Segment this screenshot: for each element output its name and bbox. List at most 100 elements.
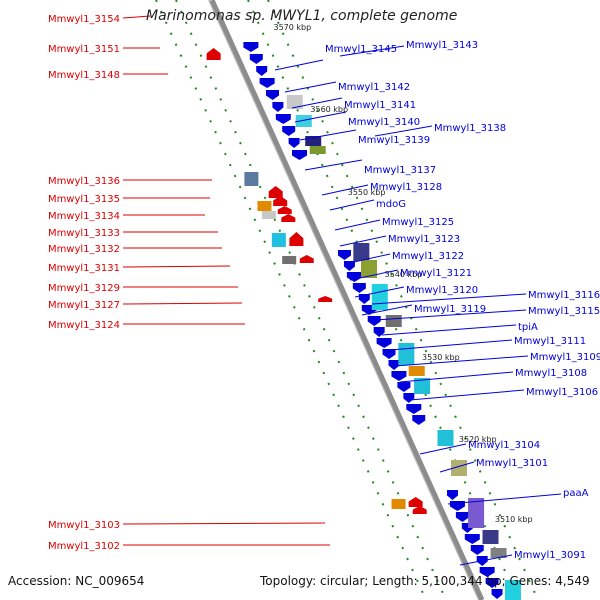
gene-arrow [412, 506, 427, 514]
leader-line [349, 269, 399, 281]
gene-arrow [455, 512, 469, 522]
gene-box [244, 172, 259, 186]
gene-arrow [464, 534, 480, 544]
gene-arrow [391, 371, 407, 381]
gene-label: Mmwyl1_3148 [48, 70, 120, 81]
gene-arrow [275, 114, 291, 124]
gene-label: tpiA [518, 322, 538, 333]
gene-arrow [256, 66, 268, 76]
gene-box [482, 530, 499, 544]
leader-line [361, 304, 413, 316]
gene-box [257, 201, 272, 211]
gene-label: Mmwyl1_3128 [370, 182, 442, 193]
gene-arrow [259, 78, 275, 88]
gene-arrow [382, 349, 396, 359]
gene-arrow [367, 316, 381, 326]
leader-line [294, 111, 347, 123]
gene-label: Mmwyl1_3133 [48, 228, 120, 239]
gene-arrow [470, 545, 484, 555]
leader-line [389, 339, 513, 351]
gene-label: Mmwyl1_3111 [514, 336, 586, 347]
gene-arrow [273, 196, 288, 206]
gene-arrow [491, 589, 503, 599]
gene-label: Mmwyl1_3108 [515, 368, 587, 379]
gene-label: Mmwyl1_3131 [48, 263, 120, 274]
gene-box [261, 211, 276, 219]
leader-line [371, 293, 527, 305]
gene-label: Mmwyl1_3143 [406, 40, 478, 51]
gene-box [451, 460, 467, 476]
gene-arrow [281, 214, 296, 222]
gene-label: Mmwyl1_3145 [325, 44, 397, 55]
gene-arrow [358, 294, 370, 304]
gene-box [398, 343, 415, 365]
tick-track [267, 0, 539, 600]
gene-box [282, 256, 297, 264]
gene-box [371, 284, 388, 310]
leader-line [447, 493, 562, 505]
gene-arrow [299, 255, 314, 263]
gene-arrow [373, 327, 385, 337]
gene-box [414, 378, 431, 394]
gene-arrow [249, 54, 263, 64]
gene-arrow [376, 338, 392, 348]
gene-label: Mmwyl1_3120 [406, 285, 478, 296]
leader-line [339, 235, 387, 247]
gene-label: Mmwyl1_3101 [476, 458, 548, 469]
leader-line [122, 265, 231, 268]
gene-box [286, 95, 303, 109]
gene-box [437, 430, 454, 446]
gene-box [353, 243, 370, 261]
gene-arrow [243, 42, 259, 52]
gene-label: Mmwyl1_3141 [344, 100, 416, 111]
leader-line [334, 219, 381, 231]
gene-box [505, 580, 521, 600]
leader-line [374, 309, 527, 321]
gene-arrow [447, 490, 458, 500]
gene-arrow [292, 150, 307, 160]
leader-line [122, 522, 326, 525]
gene-label: Mmwyl1_3123 [388, 234, 460, 245]
gene-label: Mmwyl1_3136 [48, 176, 120, 187]
gene-arrow [338, 250, 351, 260]
scale-label: 3560 kbp [310, 105, 348, 114]
topology-text: Topology: circular; Length: 5,100,344 bp… [260, 574, 590, 588]
gene-arrow [266, 90, 279, 100]
gene-label: Mmwyl1_3154 [48, 14, 120, 25]
gene-label: Mmwyl1_3134 [48, 211, 120, 222]
leader-line [291, 97, 343, 109]
leader-line [339, 45, 405, 57]
map-title: Marinomonas sp. MWYL1, complete genome [146, 8, 458, 24]
gene-label: Mmwyl1_3132 [48, 244, 120, 255]
gene-arrow [352, 283, 366, 293]
scale-label: 3540 kbp [385, 270, 423, 279]
gene-label: Mmwyl1_3116 [528, 290, 600, 301]
gene-label: Mmwyl1_3125 [382, 217, 454, 228]
scale-label: 3530 kbp [422, 353, 460, 362]
gene-arrow [406, 404, 422, 414]
scale-label: 3550 kbp [348, 188, 386, 197]
tick-track [155, 0, 427, 600]
leader-line [329, 199, 375, 211]
gene-box [309, 146, 326, 154]
gene-label: Mmwyl1_3139 [358, 135, 430, 146]
gene-arrow [397, 382, 411, 392]
gene-box [385, 315, 402, 327]
gene-box [305, 136, 322, 146]
gene-box [295, 115, 312, 127]
genome-backbone [208, 0, 485, 600]
gene-label: Mmwyl1_3119 [414, 304, 486, 315]
accession-text: Accession: NC_009654 [8, 574, 145, 588]
label-leader-lines [122, 15, 562, 566]
gene-box [408, 366, 425, 376]
gene-label: Mmwyl1_3104 [468, 440, 540, 451]
leader-line [122, 15, 151, 19]
gene-label: Mmwyl1_3142 [338, 82, 410, 93]
leader-line [374, 125, 433, 137]
gene-box [391, 499, 406, 509]
leader-line [122, 302, 243, 305]
gene-label: Mmwyl1_3140 [348, 117, 420, 128]
gene-label: Mmwyl1_3129 [48, 283, 120, 294]
